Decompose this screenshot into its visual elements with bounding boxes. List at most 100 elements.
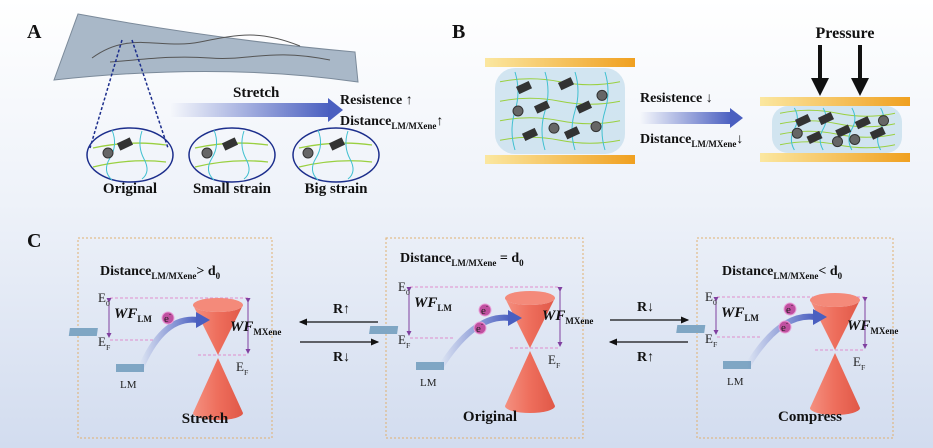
e0-label: E0 (398, 279, 410, 297)
cone-top (810, 293, 860, 307)
pressure-arrow-head (730, 108, 743, 128)
electron-icon (783, 302, 797, 316)
resistance-label: Resistence ↑ (340, 93, 413, 108)
r-down-label: R↓ (637, 300, 654, 315)
lm-level-bar (116, 364, 144, 372)
distance-condition-stretch: DistanceLM/MXene> d0 (100, 264, 221, 281)
electron-label: e- (164, 311, 171, 325)
wf-mxene-label: WFMXene (230, 319, 281, 337)
polymer-fiber (312, 129, 322, 181)
panel-b-label: B (452, 21, 465, 43)
polymer-fiber (571, 71, 579, 151)
wf-lm-label: WFLM (414, 295, 452, 313)
lm-level-bar (723, 361, 751, 369)
distance-condition-compress: DistanceLM/MXene< d0 (722, 264, 843, 281)
mxene-flake (817, 111, 835, 126)
stretch-label: Stretch (233, 85, 280, 101)
liquid-metal-droplet (849, 134, 861, 145)
mxene-flake (563, 126, 581, 140)
liquid-metal-droplet (878, 115, 889, 127)
pressure-arrow (640, 112, 732, 124)
top-plate (485, 58, 635, 67)
polymer-fiber (499, 78, 621, 86)
polymer-fiber (345, 130, 354, 180)
polymer-fiber (601, 71, 609, 151)
r-up-label: R↑ (637, 350, 654, 365)
ef-label: EF (398, 332, 411, 350)
strain-ellipse-2 (292, 127, 380, 183)
polymer-fiber (541, 71, 549, 151)
polymer-fiber (819, 107, 827, 151)
electron-icon (778, 320, 792, 334)
ef-label: EF (98, 334, 111, 352)
bottom-plate (485, 155, 635, 164)
band-diagram-0: e- (68, 237, 273, 439)
upper-dirac-cone (810, 300, 860, 350)
ef-mxene-label: EF (236, 359, 249, 377)
lm-level-bar (68, 328, 98, 336)
resistance-label: Resistence ↓ (640, 91, 713, 106)
electron-transfer-arrow-head (813, 309, 827, 325)
polymer-fiber (779, 109, 896, 117)
stretch-arrow (170, 103, 330, 117)
cone-top (505, 291, 555, 305)
lm-level-bar (676, 325, 706, 333)
panel-a-label: A (27, 21, 42, 43)
lower-dirac-cone (810, 353, 860, 415)
stretchable-sheet (53, 13, 359, 83)
liquid-metal-droplet (512, 105, 524, 117)
caption-original: Original (463, 409, 517, 425)
electron-label: e- (476, 321, 483, 335)
polymer-fiber (208, 129, 218, 181)
wf-lm-label: WFLM (114, 306, 152, 324)
caption-stretch: Stretch (182, 411, 229, 427)
electron-label: e- (481, 303, 488, 317)
mxene-flake (835, 124, 852, 138)
lm-label: LM (120, 379, 137, 391)
polymer-fiber (92, 160, 167, 168)
liquid-metal-droplet (590, 121, 602, 133)
lm-label: LM (727, 376, 744, 388)
strain-ellipse-0 (86, 127, 174, 183)
e0-label: E0 (705, 289, 717, 307)
distance-label: DistanceLM/MXene↓ (640, 132, 743, 149)
mxene-flake (854, 116, 871, 130)
mxene-flake (794, 114, 812, 128)
electron-icon (478, 303, 492, 317)
r-down-label: R↓ (333, 350, 350, 365)
wf-mxene-label: WFMXene (847, 318, 898, 336)
dashed-frame (77, 237, 273, 439)
band-diagram-1: e-e- (369, 237, 584, 439)
lower-dirac-cone (505, 351, 555, 413)
polymer-fiber (241, 130, 250, 180)
strain-ellipse (188, 127, 276, 183)
lm-label: LM (420, 377, 437, 389)
mxene-flake (575, 100, 593, 114)
wf-lm-label: WFLM (721, 305, 759, 323)
wf-mxene-label: WFMXene (542, 308, 593, 326)
pressure-arrow-heads (811, 78, 869, 96)
mxene-flake (515, 81, 533, 95)
liquid-metal-droplet (201, 147, 213, 159)
electron-transfer-arrow-head (196, 312, 210, 328)
mxene-flake (221, 137, 239, 151)
ef-mxene-label: EF (548, 352, 561, 370)
mxene-flake (806, 130, 823, 144)
liquid-metal-droplet (302, 147, 314, 159)
panel-c: C e-e-e-e-e- DistanceLM/MXene> d0 Distan… (27, 230, 898, 439)
pressure-label: Pressure (816, 25, 875, 42)
strain-ellipse (86, 127, 174, 183)
lm-level-bar (369, 326, 399, 334)
polymer-fiber (298, 160, 373, 168)
ef-label: EF (705, 331, 718, 349)
panel-c-label: C (27, 230, 41, 252)
mxene-flake (521, 127, 539, 141)
liquid-metal-droplet (548, 122, 560, 134)
polymer-fiber (194, 160, 269, 168)
band-diagram-2: e-e- (676, 237, 894, 439)
electron-label: e- (781, 320, 788, 334)
liquid-metal-droplet (596, 89, 608, 101)
dashed-frame (385, 237, 584, 439)
